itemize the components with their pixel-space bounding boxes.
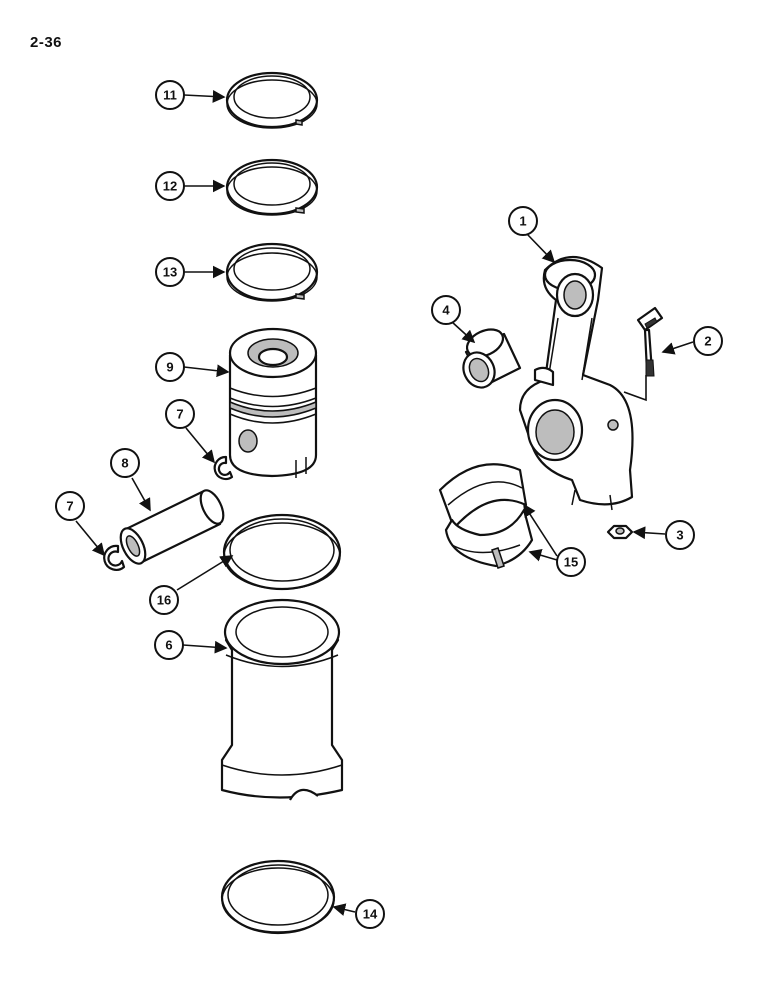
leader-15b (528, 549, 558, 562)
svg-text:16: 16 (157, 593, 171, 608)
callout-14: 14 (355, 899, 385, 929)
callout-7-upper: 7 (165, 399, 195, 429)
svg-text:6: 6 (165, 638, 172, 653)
leader-7a (185, 427, 216, 464)
cylinder-liner (220, 598, 344, 801)
leader-4 (451, 321, 476, 344)
leader-9 (183, 364, 230, 378)
leader-2b (623, 375, 647, 402)
snap-ring-lower (103, 544, 126, 571)
leader-2 (661, 341, 694, 355)
leader-6 (182, 640, 228, 654)
connecting-rod-bearing-lower (444, 508, 534, 569)
piston-ring-oil (225, 242, 319, 302)
leader-14 (332, 903, 356, 916)
callout-2: 2 (693, 326, 723, 356)
piston-pin-bushing (462, 328, 522, 389)
connecting-rod-bearing-upper (438, 463, 528, 530)
piston (228, 327, 318, 478)
callout-3: 3 (665, 520, 695, 550)
connecting-rod (518, 255, 634, 511)
callout-4: 4 (431, 295, 461, 325)
svg-text:4: 4 (442, 303, 450, 318)
svg-text:2: 2 (704, 334, 711, 349)
piston-ring-top (225, 71, 319, 129)
leader-11 (183, 90, 226, 103)
callout-11: 11 (155, 80, 185, 110)
piston-ring-second (225, 158, 319, 216)
callout-16: 16 (149, 585, 179, 615)
rod-nut (606, 524, 634, 540)
callout-13: 13 (155, 257, 185, 287)
callout-6: 6 (154, 630, 184, 660)
leader-3 (632, 526, 666, 540)
svg-text:7: 7 (66, 499, 73, 514)
callout-8: 8 (110, 448, 140, 478)
page-number: 2-36 (30, 34, 63, 51)
callout-1: 1 (508, 206, 538, 236)
callout-7-lower: 7 (55, 491, 85, 521)
svg-text:7: 7 (176, 407, 183, 422)
svg-text:14: 14 (363, 907, 378, 922)
svg-text:9: 9 (166, 360, 173, 375)
svg-text:1: 1 (519, 214, 526, 229)
leader-15a (523, 503, 558, 557)
svg-text:12: 12 (163, 179, 177, 194)
svg-text:15: 15 (564, 555, 578, 570)
liner-seal-upper (222, 513, 342, 591)
liner-seal-lower (220, 859, 336, 935)
piston-pin (119, 489, 225, 565)
svg-text:11: 11 (163, 88, 177, 103)
connecting-rod-bolt (636, 306, 664, 377)
callout-9: 9 (155, 352, 185, 382)
leader-8 (131, 477, 151, 512)
svg-text:3: 3 (676, 528, 683, 543)
leader-7b (75, 520, 106, 557)
svg-text:13: 13 (163, 265, 177, 280)
leader-1 (526, 233, 556, 264)
callout-15: 15 (556, 547, 586, 577)
svg-text:8: 8 (121, 456, 128, 471)
callout-12: 12 (155, 171, 185, 201)
snap-ring-upper (213, 455, 234, 481)
leader-16 (176, 555, 234, 591)
